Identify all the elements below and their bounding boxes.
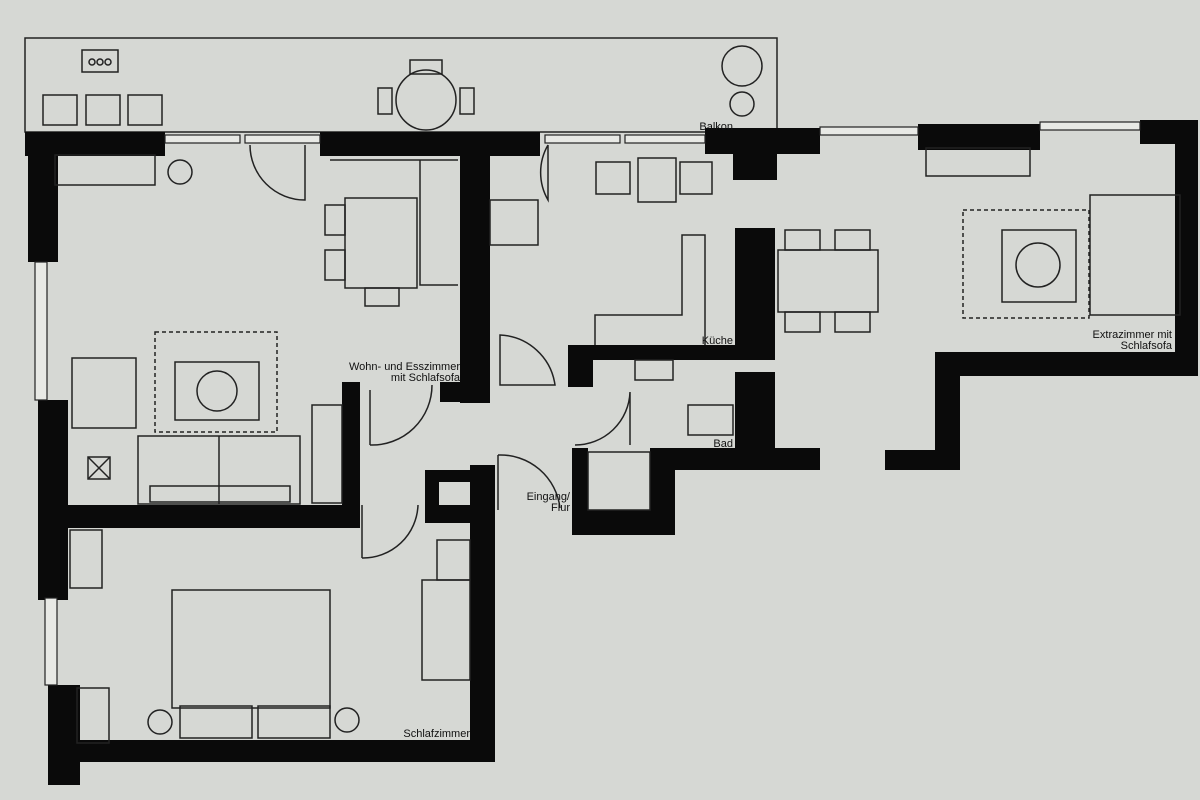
plant-icon <box>1015 242 1061 288</box>
label-balcony: Balkon <box>699 121 733 133</box>
label-extra-2: Schlafsofa <box>1121 340 1173 352</box>
label-entrance: Eingang/ <box>527 491 571 503</box>
windows <box>34 121 1141 686</box>
furniture <box>54 147 1181 744</box>
plant-icon <box>729 91 755 117</box>
doors <box>249 144 631 559</box>
plant-icon <box>196 370 238 412</box>
label-living: Wohn- und Esszimmer <box>349 361 460 373</box>
label-extra: Extrazimmer mit <box>1093 329 1172 341</box>
plant-icon <box>721 45 763 87</box>
label-living-2: mit Schlafsofa <box>391 372 461 384</box>
label-bedroom: Schlafzimmer <box>403 728 470 740</box>
label-entrance-2: Flur <box>551 502 570 514</box>
label-kitchen: Küche <box>702 335 733 347</box>
room-labels: Balkon Wohn- und Esszimmer mit Schlafsof… <box>349 121 1173 740</box>
label-bath: Bad <box>713 438 733 450</box>
